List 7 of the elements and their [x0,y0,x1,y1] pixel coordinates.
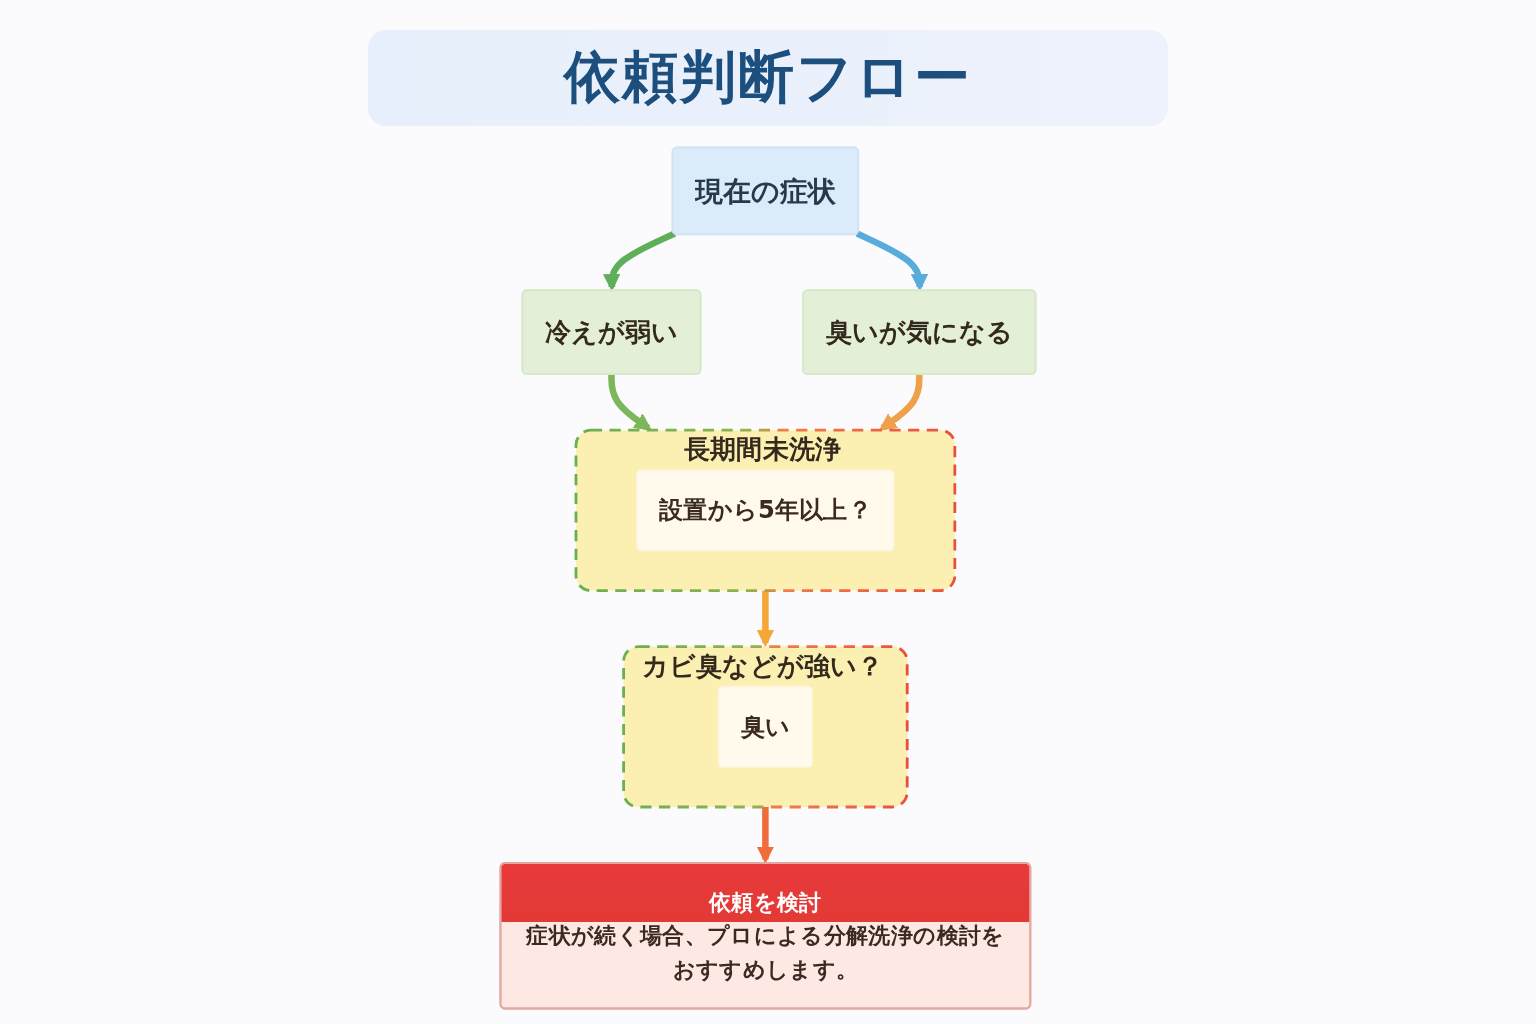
arrow [603,230,677,292]
arrow [879,374,923,431]
arrow [608,374,652,431]
arrow [756,807,775,864]
arrow [855,230,929,292]
arrow [756,590,775,647]
diagram-title: 依頼判断フロー [368,30,1168,126]
